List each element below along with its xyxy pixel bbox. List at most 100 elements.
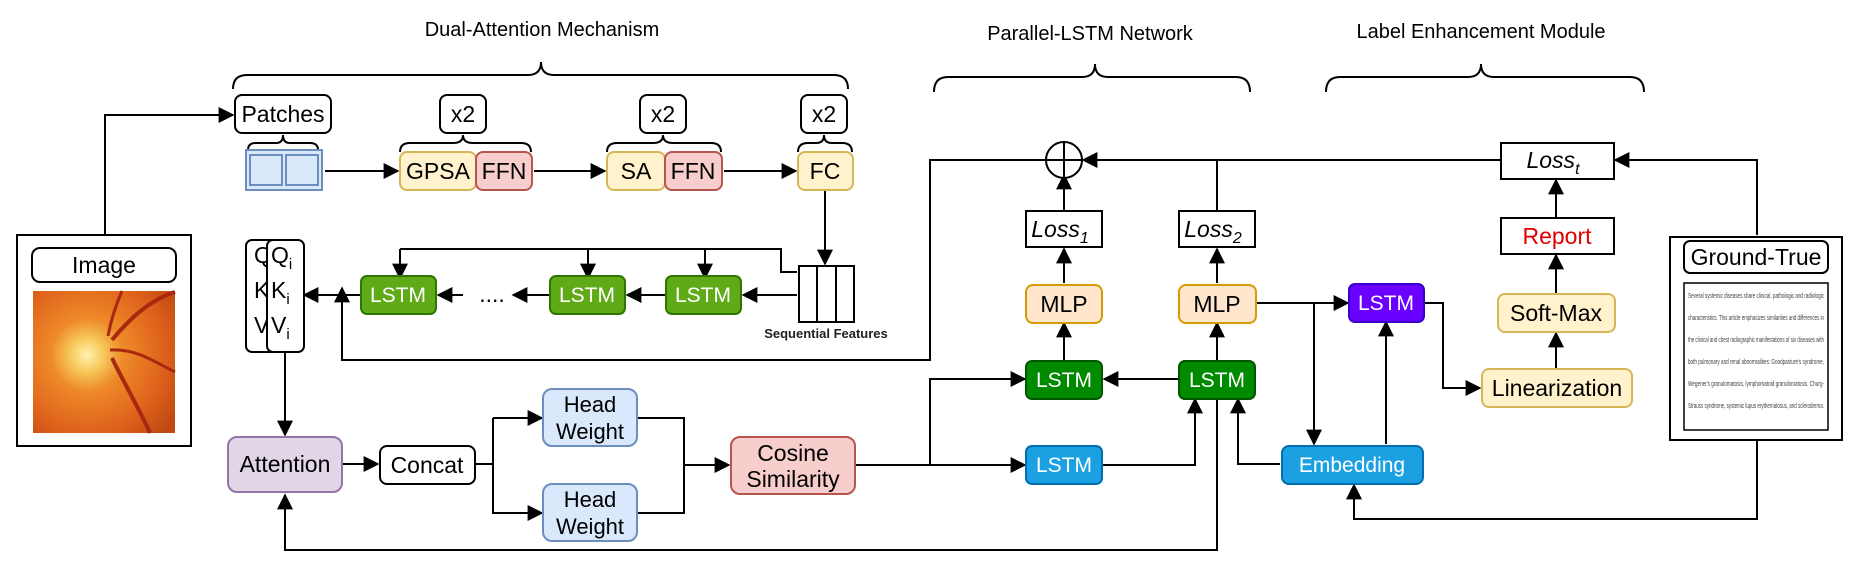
qkv-q: Q bbox=[271, 242, 289, 268]
edge-image-patches bbox=[104, 107, 235, 235]
gt-line-1: Several systemic diseases share clinical… bbox=[1688, 291, 1824, 300]
gpsa-label: GPSA bbox=[406, 158, 471, 184]
lstm-label-b: LSTM bbox=[559, 284, 615, 307]
qkv-front-card: Qi Ki Vi bbox=[266, 239, 305, 353]
ground-truth-label: Ground-True bbox=[1691, 244, 1822, 270]
section-title-dual-attention: Dual-Attention Mechanism bbox=[425, 19, 660, 41]
gt-line-6: Strauss syndrome, systemic lupus erythem… bbox=[1688, 401, 1824, 410]
qkv-v: V bbox=[271, 312, 287, 338]
edge-head1-merge bbox=[637, 417, 685, 465]
loss2-sub: 2 bbox=[1232, 230, 1242, 247]
head-weight-box-2 bbox=[542, 483, 638, 542]
patch-icons bbox=[245, 149, 323, 191]
lstm-node-purple bbox=[1348, 283, 1425, 323]
repeat-box-1 bbox=[439, 94, 487, 134]
patches-box bbox=[234, 94, 332, 134]
mlp-label-2: MLP bbox=[1193, 291, 1240, 317]
softmax-box bbox=[1497, 293, 1616, 333]
svg-text:Losst: Losst bbox=[1526, 147, 1580, 178]
lstm-node-blue bbox=[1025, 445, 1103, 485]
image-label-box bbox=[31, 247, 177, 283]
report-box bbox=[1500, 217, 1615, 255]
image-panel: Image bbox=[16, 234, 192, 447]
edge-state-bus bbox=[400, 248, 797, 273]
lstm-label-c: LSTM bbox=[675, 284, 731, 307]
ffn-box-2 bbox=[664, 151, 723, 191]
ground-truth-panel: Ground-True Several systemic diseases sh… bbox=[1669, 236, 1843, 441]
embedding-box bbox=[1281, 445, 1424, 485]
repeat-label-3: x2 bbox=[812, 101, 836, 127]
attention-box bbox=[227, 436, 343, 493]
edge-split-head2 bbox=[492, 464, 544, 521]
ellipsis: .... bbox=[479, 281, 505, 307]
qkv-v-sub: i bbox=[286, 326, 289, 343]
lstm-node-left bbox=[1025, 360, 1103, 400]
loss1-box bbox=[1025, 210, 1103, 248]
sa-label: SA bbox=[621, 158, 652, 184]
svg-text:Vi: Vi bbox=[271, 312, 290, 343]
svg-text:Ki: Ki bbox=[271, 277, 290, 308]
edge-head2-merge bbox=[637, 465, 685, 514]
loss1-label: Loss bbox=[1031, 216, 1080, 242]
svg-text:Loss2: Loss2 bbox=[1184, 216, 1242, 247]
cosine-label-1: Cosine bbox=[757, 440, 829, 466]
fc-label: FC bbox=[810, 158, 841, 184]
brace-dual-attention bbox=[232, 61, 849, 90]
head-weight-label-1b: Weight bbox=[556, 419, 624, 444]
concat-label: Concat bbox=[391, 452, 464, 478]
fc-box bbox=[797, 151, 854, 191]
edge-gt-embedding bbox=[1346, 440, 1758, 520]
gt-line-2: characteristics. This article emphasizes… bbox=[1688, 313, 1824, 322]
lstm-label-a: LSTM bbox=[370, 284, 426, 307]
edge-lstm-purple-linear bbox=[1424, 302, 1482, 396]
embedding-label: Embedding bbox=[1299, 454, 1405, 477]
head-weight-label-2b: Weight bbox=[556, 514, 624, 539]
ffn-box-1 bbox=[475, 151, 533, 191]
edge-gt-losst bbox=[1613, 152, 1758, 235]
lstm-node-a bbox=[360, 275, 437, 315]
linearization-box bbox=[1481, 368, 1633, 408]
qkv-k: K bbox=[271, 277, 287, 303]
lstm-label-blue: LSTM bbox=[1036, 454, 1092, 477]
repeat-box-3 bbox=[800, 94, 848, 134]
gt-line-5: Wegener's granulomatosis, lymphomatoid g… bbox=[1688, 379, 1824, 388]
fundus-image bbox=[33, 290, 176, 434]
mlp-box-1 bbox=[1025, 284, 1103, 324]
image-label: Image bbox=[72, 252, 136, 278]
lstm-label-purple: LSTM bbox=[1358, 292, 1414, 315]
sum-icon bbox=[1045, 141, 1083, 179]
softmax-label: Soft-Max bbox=[1510, 300, 1603, 326]
loss-t-box bbox=[1500, 142, 1615, 180]
head-weight-label-1a: Head bbox=[564, 392, 617, 417]
lstm-node-b bbox=[549, 275, 626, 315]
brace-repeat-3 bbox=[797, 134, 853, 153]
lstm-label-right: LSTM bbox=[1189, 369, 1245, 392]
edge-bottom-loop bbox=[277, 399, 1218, 551]
brace-patches bbox=[247, 134, 319, 151]
edge-concat-split bbox=[475, 418, 494, 465]
section-title-label-enhancement: Label Enhancement Module bbox=[1356, 21, 1605, 43]
cosine-similarity-box bbox=[730, 436, 856, 495]
gt-line-4: both pulmonary and renal abnormalities: … bbox=[1688, 357, 1824, 366]
repeat-box-2 bbox=[639, 94, 687, 134]
sequential-features-label: Sequential Features bbox=[764, 326, 888, 341]
linearization-label: Linearization bbox=[1492, 375, 1622, 401]
lstm-label-left: LSTM bbox=[1036, 369, 1092, 392]
loss-t-sub: t bbox=[1575, 161, 1580, 178]
attention-label: Attention bbox=[240, 451, 331, 477]
brace-parallel-lstm bbox=[933, 63, 1251, 93]
gt-line-3: the clinical and chest radiographic mani… bbox=[1688, 335, 1824, 344]
edge-sum-feedback bbox=[334, 159, 1046, 361]
repeat-label-2: x2 bbox=[651, 101, 675, 127]
lstm-node-c bbox=[665, 275, 742, 315]
patches-label: Patches bbox=[241, 101, 324, 127]
qkv-k-sub: i bbox=[286, 291, 289, 308]
svg-text:Loss1: Loss1 bbox=[1031, 216, 1089, 247]
brace-label-enhancement bbox=[1325, 63, 1645, 93]
sequential-features-icon bbox=[798, 265, 855, 323]
ground-truth-label-box bbox=[1683, 240, 1829, 274]
section-title-parallel-lstm: Parallel-LSTM Network bbox=[987, 23, 1194, 45]
report-label: Report bbox=[1522, 223, 1592, 249]
loss2-box bbox=[1178, 210, 1256, 248]
concat-box bbox=[379, 445, 476, 485]
